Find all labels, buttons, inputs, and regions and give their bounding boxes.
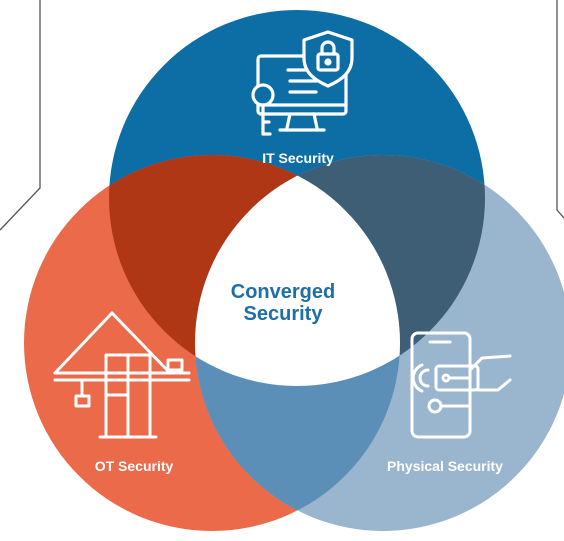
center-title-line2: Security (243, 303, 323, 325)
physical-security-label: Physical Security (387, 458, 503, 474)
it-security-label: IT Security (262, 150, 334, 166)
computer-lock-key-icon (251, 30, 354, 136)
ot-security-label: OT Security (94, 458, 174, 474)
frame-line-left (0, 0, 41, 231)
phone-keycard-access-icon (410, 331, 512, 439)
port-crane-icon (53, 311, 191, 439)
frame-lines (0, 0, 564, 231)
center-title-line1: Converged (230, 281, 336, 303)
converged-center-region (195, 155, 400, 386)
frame-line-right (556, 0, 564, 219)
converged-security-title: Converged Security (218, 281, 348, 325)
